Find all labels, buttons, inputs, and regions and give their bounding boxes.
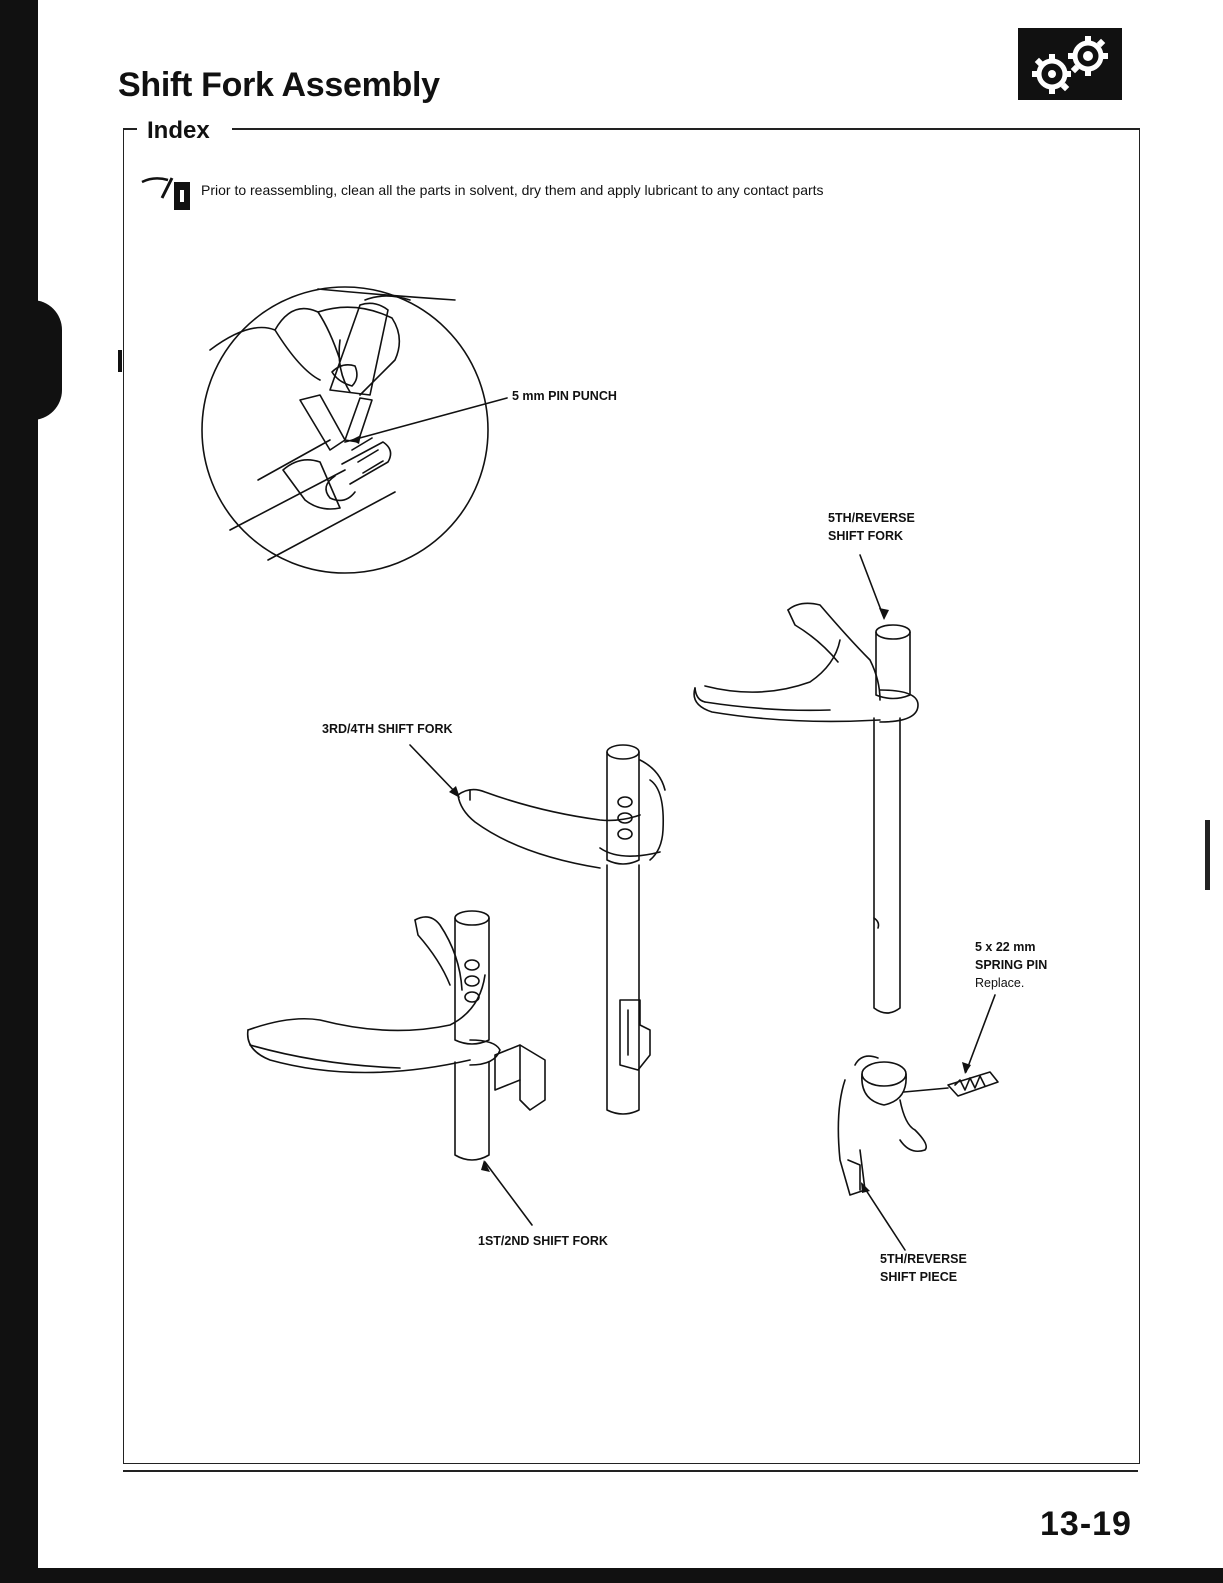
label-5th-reverse-fork-line2: SHIFT FORK	[828, 529, 903, 543]
pin-punch-detail-view	[202, 287, 488, 573]
label-spring-pin-line2: SPRING PIN	[975, 958, 1047, 972]
label-3rd-4th-fork: 3RD/4TH SHIFT FORK	[322, 722, 453, 736]
leader-spring-pin	[966, 995, 995, 1072]
fork-1st-2nd	[248, 911, 545, 1160]
label-shift-piece-line1: 5TH/REVERSE	[880, 1252, 967, 1266]
page-number: 13-19	[1040, 1505, 1132, 1544]
label-spring-pin-line3: Replace.	[975, 976, 1024, 990]
leader-3rd-4th-fork	[410, 745, 458, 795]
label-1st-2nd-fork: 1ST/2ND SHIFT FORK	[478, 1234, 608, 1248]
label-pin-punch: 5 mm PIN PUNCH	[512, 389, 617, 403]
spring-pin	[904, 1072, 998, 1096]
leader-pin-punch	[345, 398, 507, 442]
leader-shift-piece	[862, 1184, 905, 1250]
shift-piece-5th-reverse	[838, 1056, 926, 1195]
fork-5th-reverse	[694, 603, 918, 1013]
footer-rule	[123, 1470, 1138, 1472]
label-5th-reverse-fork-line1: 5TH/REVERSE	[828, 511, 915, 525]
label-spring-pin-line1: 5 x 22 mm	[975, 940, 1035, 954]
leader-1st-2nd-fork	[485, 1162, 532, 1225]
label-shift-piece-line2: SHIFT PIECE	[880, 1270, 957, 1284]
